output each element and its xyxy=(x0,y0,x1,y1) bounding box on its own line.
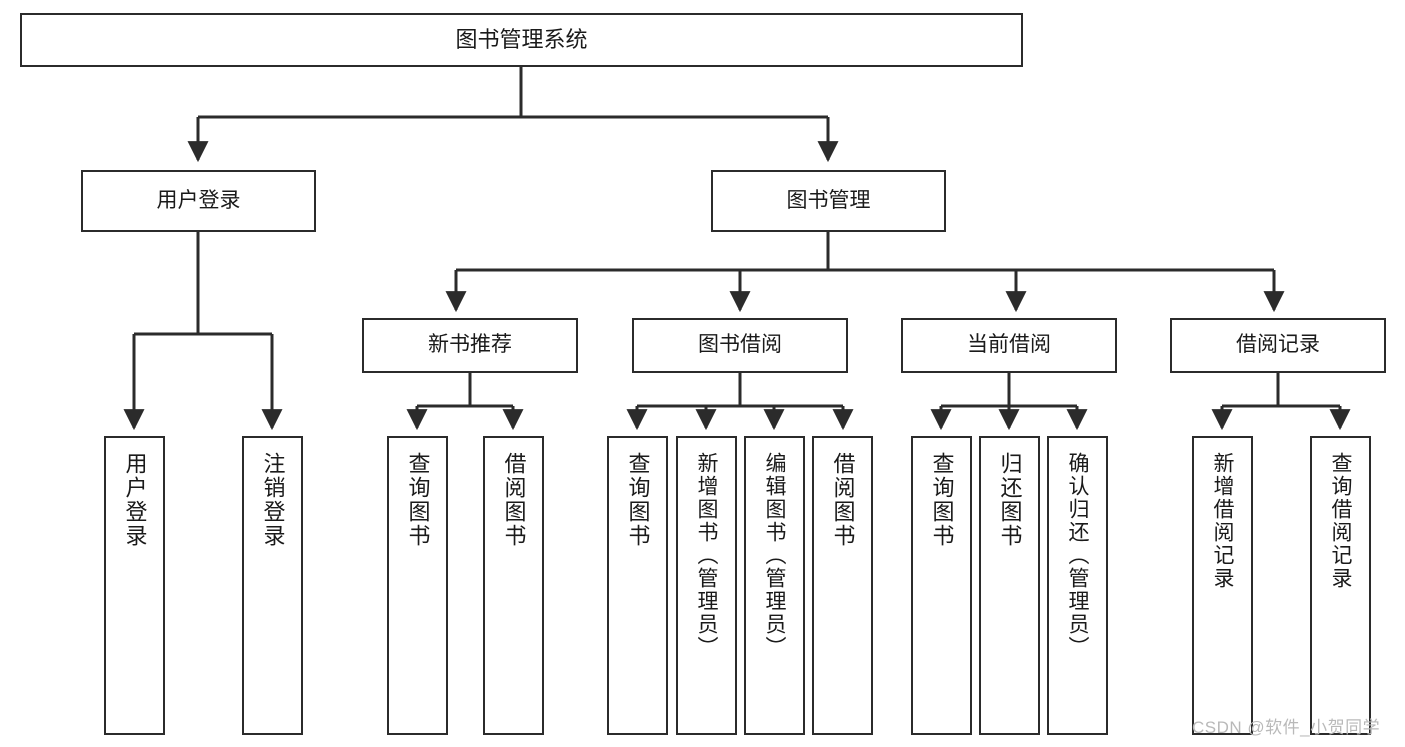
leaf-confirm-return-label: 确认归还（管理员） xyxy=(1066,452,1089,659)
node-book-manage[interactable]: 图书管理 xyxy=(711,170,946,232)
node-root-label: 图书管理系统 xyxy=(455,27,588,53)
leaf-borrow-book-2[interactable]: 借阅图书 xyxy=(812,436,873,735)
leaf-query-book-1-label: 查询图书 xyxy=(405,452,431,548)
leaf-add-book-label: 新增图书（管理员） xyxy=(695,452,718,659)
leaf-borrow-book-2-label: 借阅图书 xyxy=(830,452,856,548)
node-current-borrow[interactable]: 当前借阅 xyxy=(901,318,1117,373)
leaf-edit-book[interactable]: 编辑图书（管理员） xyxy=(744,436,805,735)
node-new-book-recommend-label: 新书推荐 xyxy=(428,333,512,357)
leaf-confirm-return[interactable]: 确认归还（管理员） xyxy=(1047,436,1108,735)
leaf-query-book-3[interactable]: 查询图书 xyxy=(911,436,972,735)
leaf-return-book-label: 归还图书 xyxy=(997,452,1023,548)
leaf-borrow-book-1[interactable]: 借阅图书 xyxy=(483,436,544,735)
leaf-query-record-label: 查询借阅记录 xyxy=(1329,452,1352,590)
leaf-add-book[interactable]: 新增图书（管理员） xyxy=(676,436,737,735)
leaf-query-book-2[interactable]: 查询图书 xyxy=(607,436,668,735)
node-user-login[interactable]: 用户登录 xyxy=(81,170,316,232)
leaf-add-record-label: 新增借阅记录 xyxy=(1211,452,1234,590)
leaf-add-record[interactable]: 新增借阅记录 xyxy=(1192,436,1253,735)
node-borrow-record[interactable]: 借阅记录 xyxy=(1170,318,1386,373)
node-root[interactable]: 图书管理系统 xyxy=(20,13,1023,67)
leaf-edit-book-label: 编辑图书（管理员） xyxy=(763,452,786,659)
leaf-query-record[interactable]: 查询借阅记录 xyxy=(1310,436,1371,735)
node-user-login-label: 用户登录 xyxy=(156,188,241,212)
node-book-borrow[interactable]: 图书借阅 xyxy=(632,318,848,373)
node-book-borrow-label: 图书借阅 xyxy=(698,333,782,357)
leaf-return-book[interactable]: 归还图书 xyxy=(979,436,1040,735)
leaf-query-book-3-label: 查询图书 xyxy=(929,452,955,548)
node-borrow-record-label: 借阅记录 xyxy=(1236,333,1320,357)
leaf-borrow-book-1-label: 借阅图书 xyxy=(501,452,527,548)
leaf-logout[interactable]: 注销登录 xyxy=(242,436,303,735)
node-new-book-recommend[interactable]: 新书推荐 xyxy=(362,318,578,373)
leaf-user-login-label: 用户登录 xyxy=(122,452,148,548)
leaf-logout-label: 注销登录 xyxy=(260,452,286,548)
leaf-query-book-1[interactable]: 查询图书 xyxy=(387,436,448,735)
watermark-text: CSDN @软件_小贺同学 xyxy=(1192,718,1381,737)
leaf-user-login[interactable]: 用户登录 xyxy=(104,436,165,735)
node-book-manage-label: 图书管理 xyxy=(786,188,871,212)
node-current-borrow-label: 当前借阅 xyxy=(967,333,1051,357)
leaf-query-book-2-label: 查询图书 xyxy=(625,452,651,548)
